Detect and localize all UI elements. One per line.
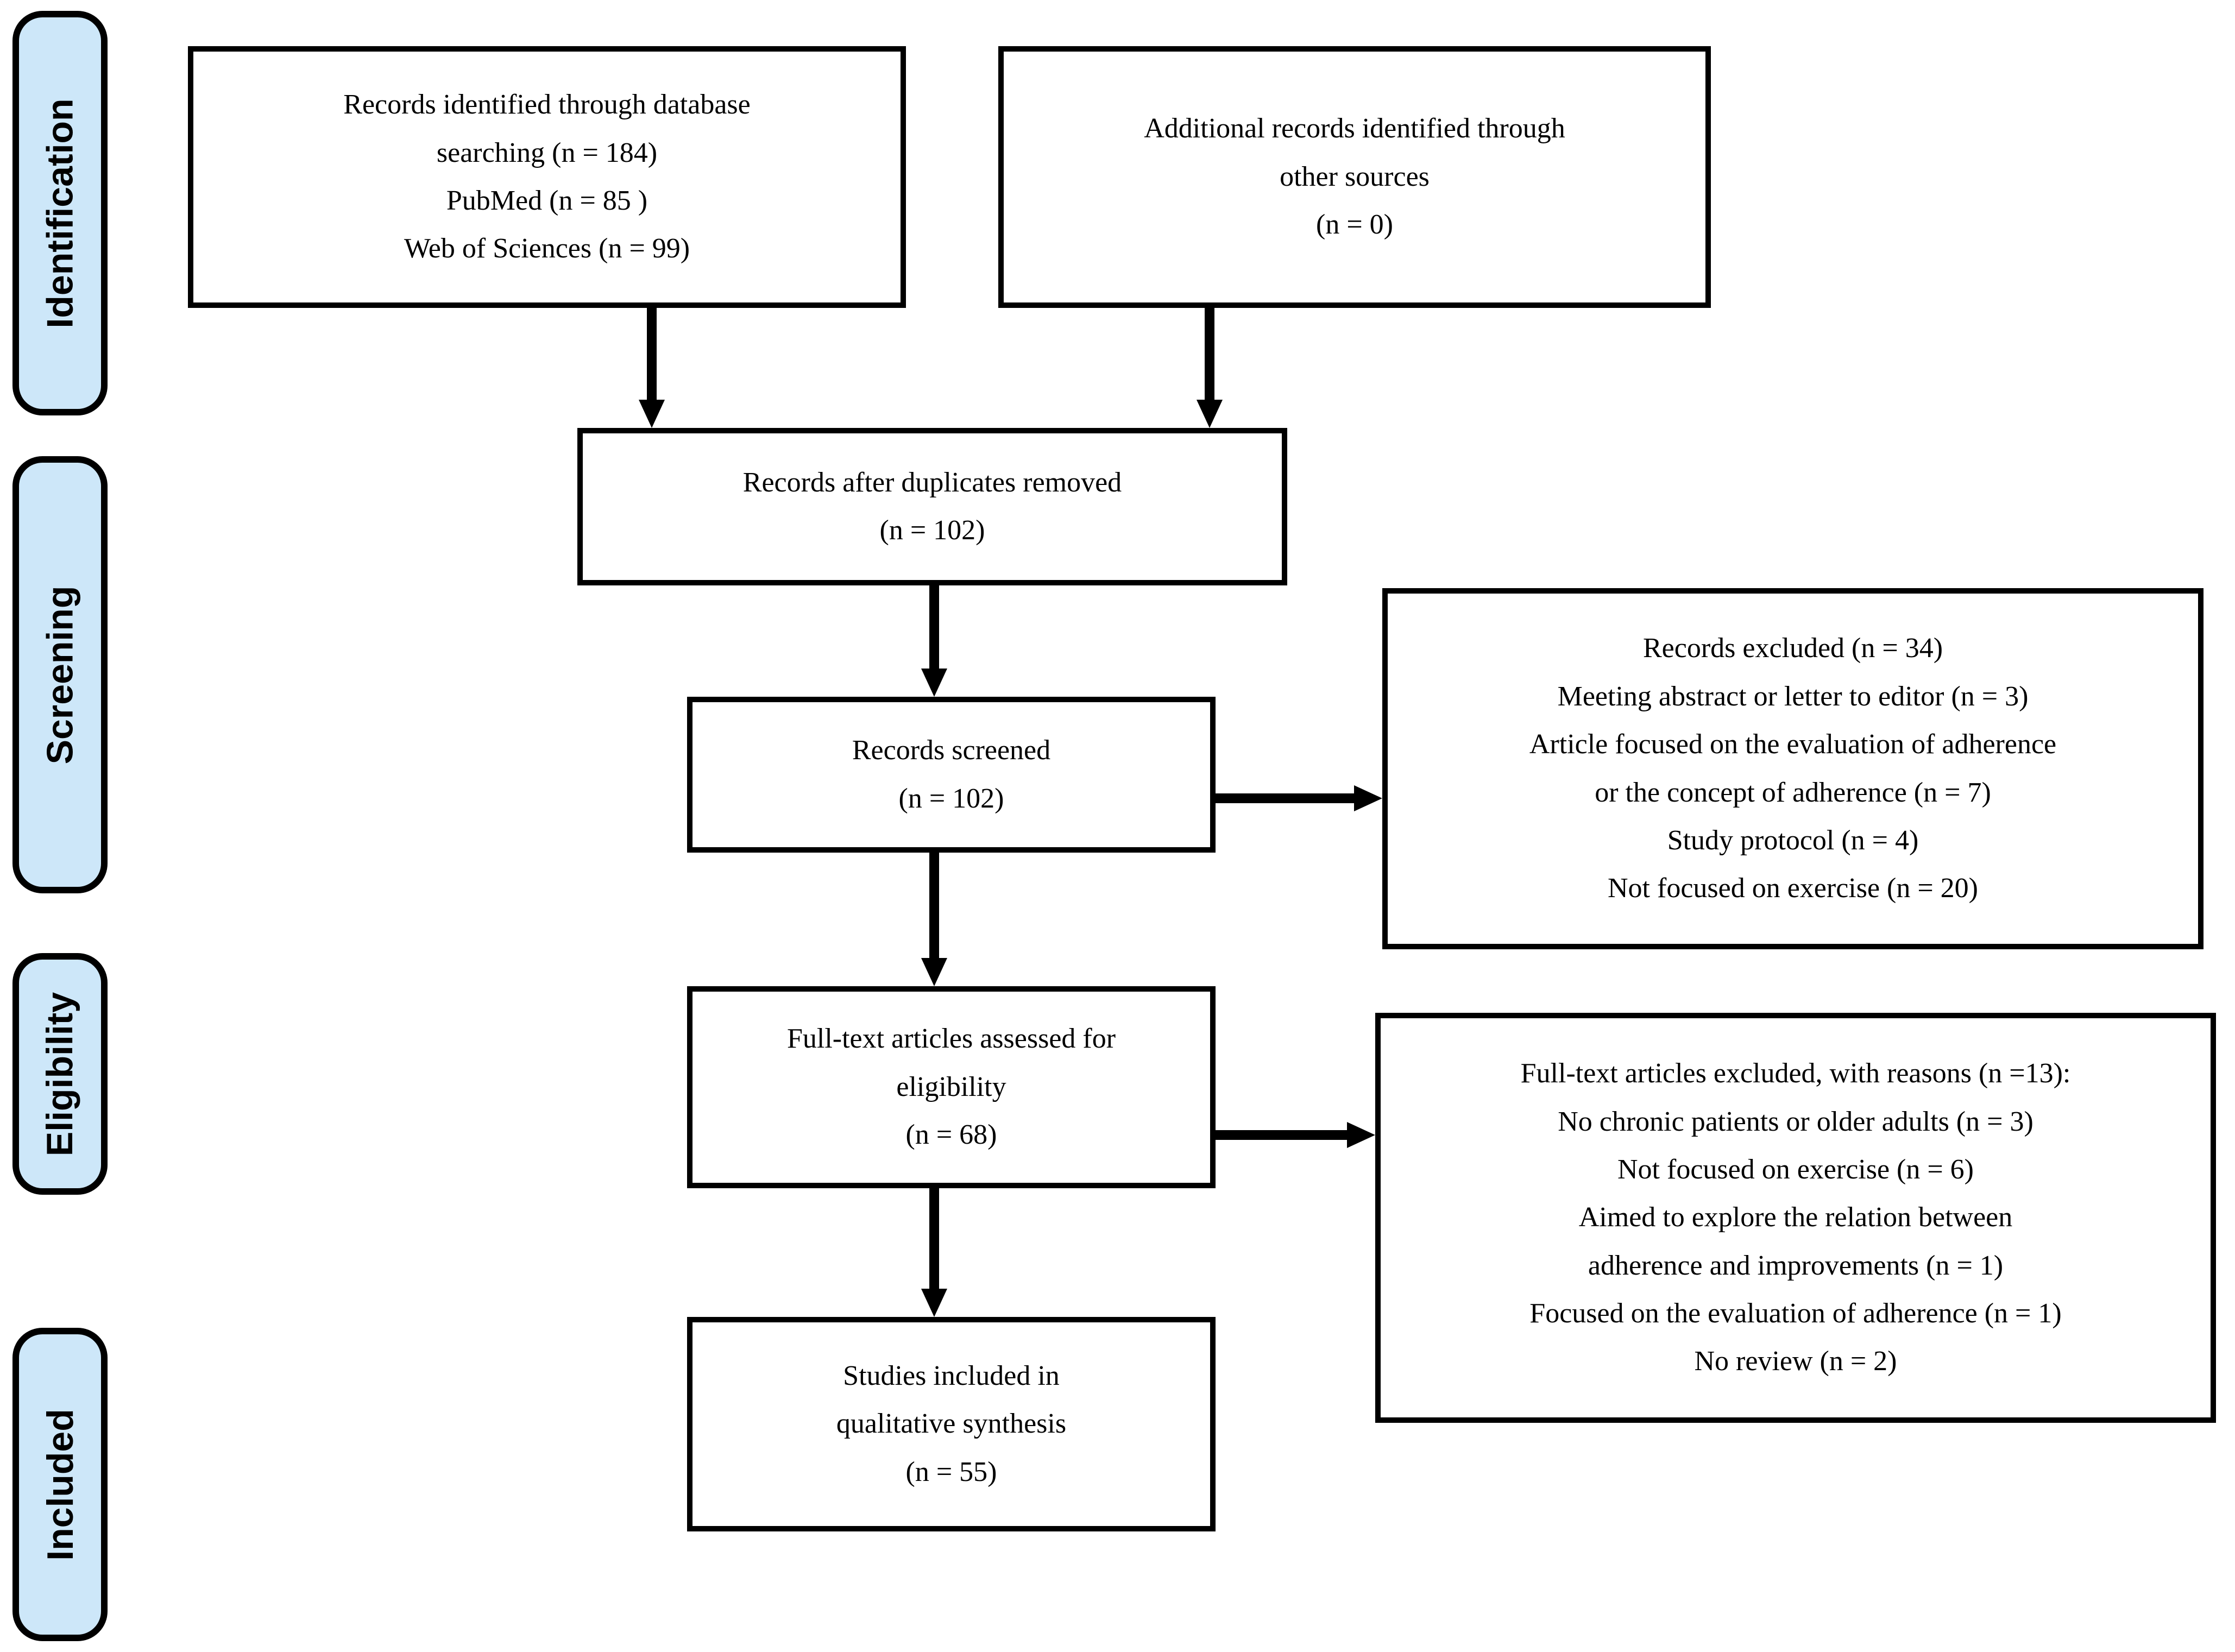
box-text-line: No chronic patients or older adults (n =… <box>1558 1106 2033 1137</box>
box-text-line: (n = 102) <box>879 515 985 546</box>
box-text-line: searching (n = 184) <box>436 137 658 168</box>
stage-label-text: Eligibility <box>39 992 81 1156</box>
box-text-line: PubMed (n = 85 ) <box>446 185 648 216</box>
box-duplicates-removed: Records after duplicates removed (n = 10… <box>577 428 1287 585</box>
arrow-duplicates-to-screened-head <box>921 669 947 697</box>
box-text-line: (n = 102) <box>898 783 1004 814</box>
box-text-line: (n = 68) <box>905 1119 997 1151</box>
stage-label-text: Screening <box>39 585 81 764</box>
box-text-line: adherence and improvements (n = 1) <box>1588 1250 2004 1281</box>
box-text-line: Full-text articles assessed for <box>786 1023 1116 1055</box>
stage-label-screening: Screening <box>12 456 108 893</box>
box-text-line: (n = 55) <box>905 1456 997 1487</box>
box-text-line: Records identified through database <box>343 89 751 121</box>
box-text-line: Records after duplicates removed <box>742 466 1122 498</box>
box-fulltext-excluded: Full-text articles excluded, with reason… <box>1375 1013 2216 1423</box>
box-text-line: eligibility <box>896 1071 1006 1102</box>
arrow-duplicates-to-screened-shaft <box>929 584 939 671</box>
box-text-line: Aimed to explore the relation between <box>1578 1202 2013 1233</box>
arrow-screened-to-excluded-shaft <box>1214 793 1356 803</box>
box-text-line: Studies included in <box>843 1360 1060 1391</box>
stage-label-text: Identification <box>39 98 81 329</box>
box-text-line: qualitative synthesis <box>836 1408 1067 1440</box>
box-additional-records: Additional records identified through ot… <box>998 46 1711 308</box>
arrow-screened-to-fulltext-shaft <box>929 852 939 960</box>
stage-label-included: Included <box>12 1328 108 1641</box>
box-text-line: Additional records identified through <box>1144 113 1565 144</box>
stage-label-identification: Identification <box>12 11 108 415</box>
stage-label-eligibility: Eligibility <box>12 953 108 1195</box>
box-records-excluded: Records excluded (n = 34) Meeting abstra… <box>1382 588 2203 949</box>
arrow-additional-to-duplicates-shaft <box>1205 307 1214 402</box>
box-text-line: No review (n = 2) <box>1694 1346 1897 1377</box>
stage-label-text: Included <box>39 1408 81 1561</box>
box-text-line: Web of Sciences (n = 99) <box>404 233 690 264</box>
box-fulltext-assessed: Full-text articles assessed for eligibil… <box>687 986 1216 1188</box>
box-text-line: Records screened <box>852 735 1051 766</box>
arrow-identified-to-duplicates-shaft <box>647 307 657 402</box>
box-text-line: Records excluded (n = 34) <box>1642 633 1943 664</box>
arrow-identified-to-duplicates-head <box>639 400 665 428</box>
arrow-fulltext-to-excluded-head <box>1347 1122 1375 1148</box>
arrow-fulltext-to-included-shaft <box>929 1187 939 1291</box>
box-text-line: Meeting abstract or letter to editor (n … <box>1557 680 2029 712</box>
arrow-fulltext-to-excluded-shaft <box>1214 1130 1349 1140</box>
box-text-line: or the concept of adherence (n = 7) <box>1595 777 1991 808</box>
arrow-fulltext-to-included-head <box>921 1289 947 1317</box>
box-text-line: Study protocol (n = 4) <box>1667 824 1919 856</box>
box-text-line: other sources <box>1280 161 1430 192</box>
box-text-line: Article focused on the evaluation of adh… <box>1529 729 2057 760</box>
box-records-screened: Records screened (n = 102) <box>687 697 1216 853</box>
box-text-line: Not focused on exercise (n = 6) <box>1617 1153 1974 1185</box>
arrow-additional-to-duplicates-head <box>1197 400 1223 428</box>
box-records-identified: Records identified through database sear… <box>188 46 906 308</box>
arrow-screened-to-excluded-head <box>1354 785 1382 811</box>
box-studies-included: Studies included in qualitative synthesi… <box>687 1317 1216 1531</box>
box-text-line: Full-text articles excluded, with reason… <box>1520 1058 2071 1089</box>
box-text-line: Not focused on exercise (n = 20) <box>1608 873 1978 904</box>
box-text-line: Focused on the evaluation of adherence (… <box>1529 1298 2062 1329</box>
arrow-screened-to-fulltext-head <box>921 958 947 986</box>
box-text-line: (n = 0) <box>1316 209 1393 241</box>
